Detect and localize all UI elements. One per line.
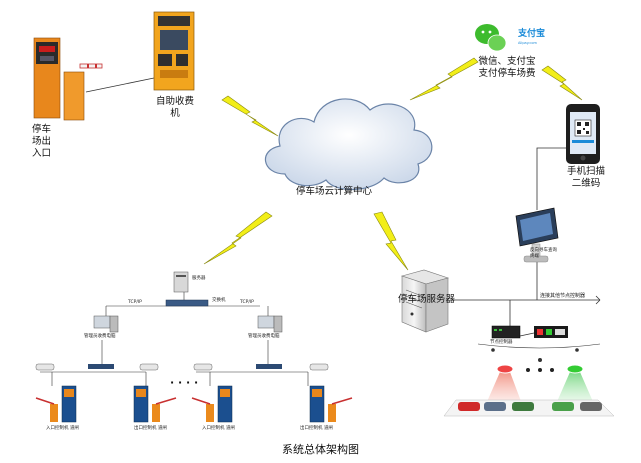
payment-logos: 支付宝 Alipay.com [475, 24, 545, 52]
finder-terminal-line-1: 反向寻车查询 [530, 248, 557, 253]
ultrasonic-detector-red-icon [496, 364, 514, 374]
gate-2 [133, 385, 177, 423]
camera-2-icon [139, 363, 159, 371]
parking-server [400, 269, 450, 333]
kiosk-coin-tray [160, 70, 188, 78]
entrance-label-line-2: 场出 [32, 135, 52, 147]
car-green2-icon [552, 402, 574, 411]
lan-server-label: 服务器 [192, 276, 206, 281]
barrier-arm-icon [79, 63, 103, 69]
more-gates-dots: · · · · [170, 376, 199, 389]
node-controller-box [491, 325, 521, 339]
gate-4 [309, 385, 353, 423]
entrance-label-line-3: 入口 [32, 147, 52, 159]
gate-3-sub: 道闸 [225, 426, 235, 431]
gate-1-label: 入口控制机 道闸 [46, 426, 79, 432]
kiosk-label-line-1: 自助收费 [155, 96, 194, 107]
car-green-icon [512, 402, 534, 411]
gate-4-sub: 道闸 [323, 426, 333, 431]
parking-lot [443, 343, 615, 417]
gate-1 [35, 385, 77, 423]
car-dark-icon [580, 402, 602, 411]
alipay-logo-sub: Alipay.com [518, 41, 537, 45]
phone-terminal-line [536, 147, 566, 210]
tcpip-right-label: TCP/IP [240, 300, 254, 305]
terminal-base [523, 255, 549, 263]
self-service-kiosk [153, 11, 195, 91]
gate-2-sub: 道闸 [157, 426, 167, 431]
diagram-caption: 系统总体架构图 [282, 443, 359, 456]
finder-terminal-line-2: 终端 [530, 253, 539, 259]
ultrasonic-detector-green-icon [566, 364, 584, 374]
gate-3 [191, 385, 233, 423]
sub-switch-left-icon [88, 364, 114, 369]
gate-1-sub: 道闸 [69, 426, 79, 431]
kiosk-card-slot-icon [176, 54, 188, 66]
kiosk-keypad-icon [158, 54, 172, 66]
gate-set [35, 385, 353, 423]
car-red-icon [458, 402, 480, 411]
sub-switch-right-icon [256, 364, 282, 369]
phone-scan-label-line-2: 二维码 [571, 177, 601, 189]
detector-beam-green [556, 372, 594, 404]
tcpip-left-label: TCP/IP [128, 300, 142, 305]
node-controller-label: 节点控制器 [490, 340, 513, 345]
detector-beam-red [486, 372, 522, 404]
lightning-lan-icon [203, 211, 273, 265]
lightning-kiosk-icon [221, 95, 279, 137]
lightning-server-icon [373, 211, 409, 271]
gate-4-label: 出口控制机 道闸 [300, 426, 333, 432]
admin-pc-left-icon [93, 315, 111, 329]
connect-other-label: 连接其他节点控制器 [540, 293, 586, 299]
kiosk-top-display [158, 16, 190, 26]
main-switch-icon [165, 299, 209, 307]
camera-3-icon [193, 363, 213, 371]
lan-network [35, 271, 329, 386]
entrance-panel-icon [40, 56, 54, 61]
camera-4-icon [309, 363, 329, 371]
lightning-payment-icon [409, 57, 479, 101]
gate-1-name: 入口控制机 [46, 426, 69, 431]
server-label: 停车场服务器 [398, 294, 456, 305]
phone-scan-label: 手机扫描 二维码 [560, 166, 612, 190]
payment-label-line-1: 微信、支付宝 [478, 56, 536, 67]
admin-pc-right-icon [257, 315, 275, 329]
kiosk-screen [160, 30, 188, 50]
entrance-led-icon [39, 46, 55, 52]
alipay-logo-icon: 支付宝 [517, 27, 545, 39]
finder-terminal-label: 反向寻车查询 终端 [530, 248, 557, 259]
wireless-links [203, 57, 583, 271]
lan-switch-label: 交换机 [212, 298, 226, 303]
phone-scan-label-line-1: 手机扫描 [566, 166, 605, 177]
gate-2-name: 出口控制机 [134, 426, 157, 431]
admin-pc-left-label: 管理员收费电脑 [84, 334, 116, 339]
payment-label-line-2: 支付停车场费 [478, 67, 536, 79]
entrance-kiosk-line [85, 77, 155, 93]
entrance-label: 停车 场出 入口 [32, 124, 51, 160]
cloud-label: 停车场云计算中心 [296, 186, 373, 197]
car-grey-icon [484, 402, 506, 411]
cloud-computing-center [264, 98, 433, 191]
gate-3-label: 入口控制机 道闸 [202, 426, 235, 432]
admin-pc-right-label: 管理员收费电脑 [248, 334, 280, 339]
camera-1-icon [35, 363, 55, 371]
parking-entrance-equipment [33, 37, 103, 121]
cloud-shape [264, 98, 433, 191]
gate-3-name: 入口控制机 [202, 426, 225, 431]
node-display-line [519, 332, 535, 337]
kiosk-label: 自助收费 机 [150, 96, 200, 120]
gate-4-name: 出口控制机 [300, 426, 323, 431]
connection-lines [85, 77, 600, 337]
lightning-phone-icon [541, 65, 583, 101]
gate-2-label: 出口控制机 道闸 [134, 426, 167, 432]
kiosk-label-line-2: 机 [170, 107, 180, 119]
node-controller-group [491, 295, 601, 339]
entrance-label-line-1: 停车 [32, 124, 52, 135]
smartphone [566, 104, 600, 164]
barrier-cabinet [63, 71, 85, 121]
payment-label: 微信、支付宝 支付停车场费 [454, 56, 560, 80]
car-finding-terminal [515, 207, 559, 263]
